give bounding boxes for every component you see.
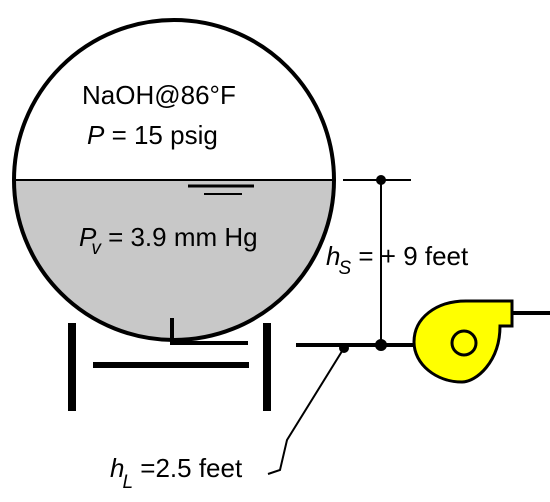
liquid-region [14,180,334,340]
tank-support-stand [68,323,271,411]
liquid-level-symbol [188,184,254,195]
suction-head-dimension [343,175,411,351]
tank-pressure-label: P = 15 psig [87,120,218,150]
fluid-label: NaOH@86°F [82,80,236,110]
vapor-pressure-label: Pv = 3.9 mm Hg [79,222,258,259]
friction-loss-label: hL =2.5 feet [110,453,243,493]
centrifugal-pump-icon [412,299,514,384]
friction-loss-leader [267,347,345,475]
suction-head-label: hS = + 9 feet [326,241,469,279]
outlet-pipe [170,318,248,345]
